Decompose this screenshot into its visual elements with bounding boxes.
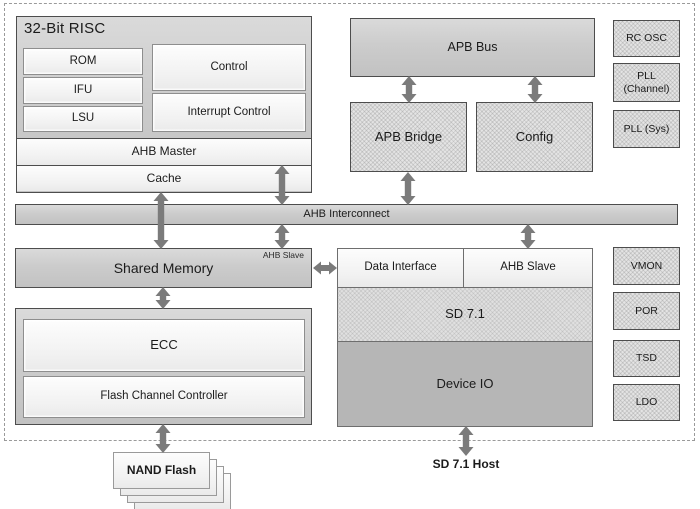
tsd-label: TSD (636, 352, 657, 365)
config-block: Config (476, 102, 593, 172)
sd-host-label: SD 7.1 Host (432, 457, 500, 471)
cache-bar: Cache (17, 165, 311, 191)
interrupt-control-block: Interrupt Control (152, 93, 306, 132)
pll-channel-block: PLL (Channel) (613, 63, 680, 102)
rom-block: ROM (23, 48, 143, 75)
rom-label: ROM (69, 54, 97, 67)
por-label: POR (635, 304, 658, 317)
ecc-label: ECC (150, 337, 178, 353)
risc-title: 32-Bit RISC (24, 20, 106, 37)
ldo-block: LDO (613, 384, 680, 421)
sd-controller-block: Data Interface AHB Slave SD 7.1 Device I… (337, 248, 593, 427)
lsu-block: LSU (23, 106, 143, 132)
sd-top-row: Data Interface AHB Slave (338, 249, 592, 287)
config-label: Config (515, 128, 554, 144)
apb-bus-label: APB Bus (447, 40, 498, 55)
vmon-label: VMON (630, 259, 663, 272)
nand-flash-block: NAND Flash (113, 452, 210, 489)
interrupt-control-label: Interrupt Control (187, 105, 271, 118)
ahb-slave-cell: AHB Slave (464, 249, 592, 287)
apb-bridge-block: APB Bridge (350, 102, 467, 172)
ifu-block: IFU (23, 77, 143, 104)
lsu-label: LSU (71, 112, 95, 125)
pll-sys-label: PLL (Sys) (623, 122, 670, 135)
ecc-block: ECC (23, 319, 305, 372)
device-io-section: Device IO (338, 341, 592, 426)
shared-memory-label: Shared Memory (113, 259, 214, 276)
ldo-label: LDO (635, 396, 658, 409)
rc-osc-label: RC OSC (626, 32, 667, 45)
control-label: Control (210, 60, 248, 73)
risc-block: 32-Bit RISC ROM IFU LSU Control Interrup… (16, 16, 312, 193)
control-block: Control (152, 44, 306, 91)
pll-sys-block: PLL (Sys) (613, 110, 680, 148)
ahb-interconnect-bar: AHB Interconnect (15, 204, 678, 225)
vmon-block: VMON (613, 247, 680, 285)
cache-label: Cache (146, 170, 182, 185)
por-block: POR (613, 292, 680, 330)
nand-flash-label: NAND Flash (126, 462, 197, 477)
apb-bus-block: APB Bus (350, 18, 595, 77)
ahb-master-label: AHB Master (131, 144, 197, 159)
chip-boundary-dashed-box (4, 3, 695, 441)
apb-bridge-label: APB Bridge (374, 128, 443, 144)
ahb-interconnect-label: AHB Interconnect (303, 208, 390, 221)
sd71-label: SD 7.1 (445, 306, 485, 322)
flash-channel-controller-label: Flash Channel Controller (100, 390, 228, 403)
data-interface-cell: Data Interface (338, 249, 464, 287)
shared-memory-ahb-slave-tag: AHB Slave (262, 250, 304, 260)
tsd-block: TSD (613, 340, 680, 377)
ahb-slave-label: AHB Slave (500, 261, 556, 274)
pll-channel-label: PLL (Channel) (623, 70, 670, 95)
rc-osc-block: RC OSC (613, 20, 680, 57)
flash-channel-controller-block: Flash Channel Controller (23, 376, 305, 418)
ifu-label: IFU (73, 83, 93, 96)
sd71-section: SD 7.1 (338, 287, 592, 341)
flash-controller-block: ECC Flash Channel Controller (15, 308, 312, 425)
ahb-master-bar: AHB Master (17, 138, 311, 165)
data-interface-label: Data Interface (364, 261, 437, 274)
device-io-label: Device IO (436, 375, 494, 391)
shared-memory-block: Shared Memory AHB Slave (15, 248, 312, 288)
